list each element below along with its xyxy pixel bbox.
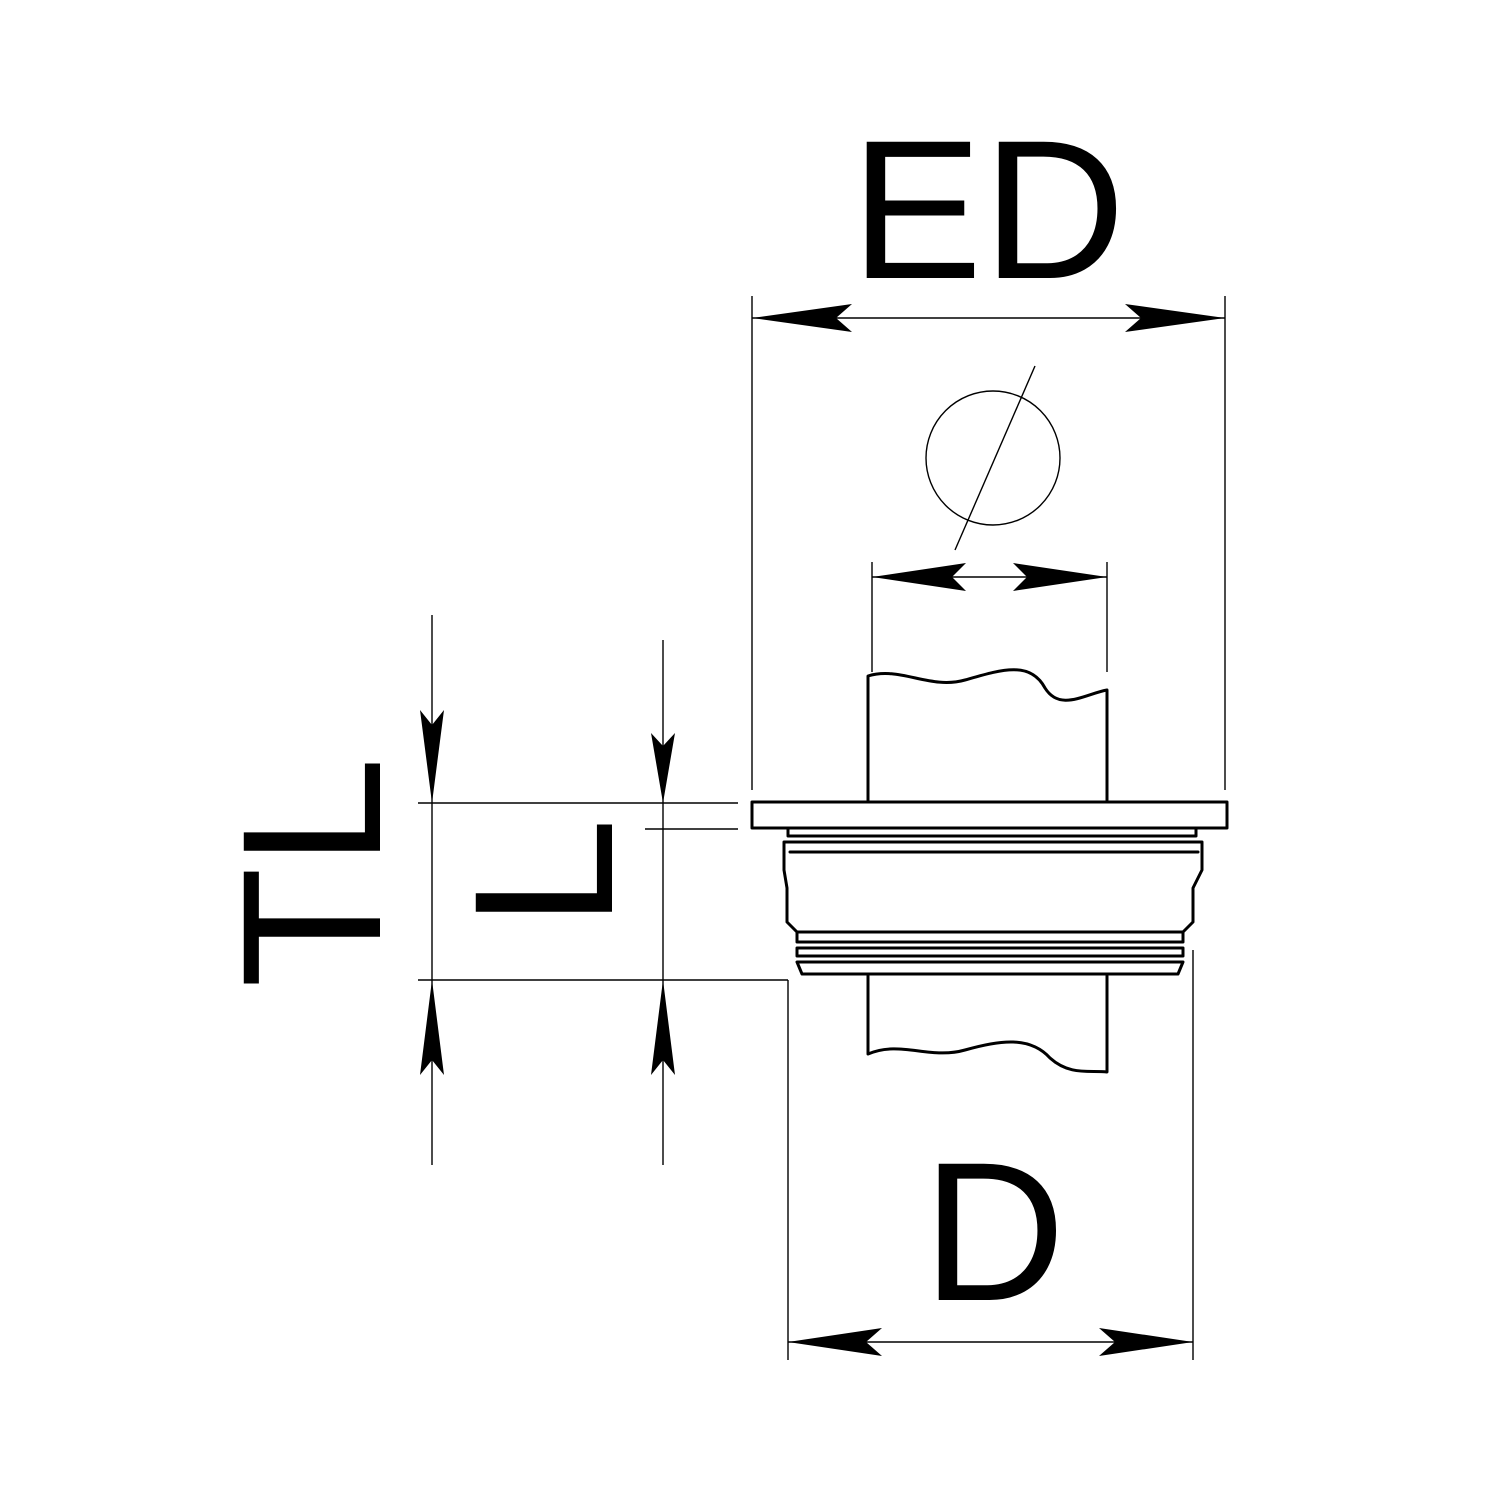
l-dimension: L bbox=[433, 640, 675, 1165]
thread-ring-2 bbox=[795, 946, 1185, 958]
lower-pipe-outline bbox=[866, 974, 1109, 1074]
upper-pipe-outline bbox=[866, 668, 1109, 802]
thread-ring-3 bbox=[795, 960, 1185, 976]
body-neck bbox=[786, 826, 1198, 838]
tl-arrow-bottom bbox=[420, 980, 444, 1075]
ed-arrow-left bbox=[752, 304, 852, 332]
tl-arrow-top bbox=[420, 710, 444, 803]
d-arrow-right bbox=[1099, 1328, 1193, 1356]
tl-label: TL bbox=[201, 757, 422, 988]
d-dimension: D bbox=[787, 950, 1194, 1360]
inner-diameter-dimension bbox=[871, 562, 1108, 672]
diameter-slash bbox=[954, 365, 1036, 551]
body-main bbox=[782, 840, 1204, 934]
lower-pipe bbox=[866, 974, 1109, 1074]
thread-ring-1 bbox=[795, 930, 1185, 944]
inner-arrow-left bbox=[872, 563, 966, 591]
diameter-circle bbox=[925, 390, 1061, 526]
inner-arrow-right bbox=[1013, 563, 1107, 591]
tl-dimension: TL bbox=[201, 615, 444, 1165]
d-label: D bbox=[923, 1121, 1066, 1342]
upper-pipe bbox=[866, 668, 1109, 802]
threaded-body bbox=[782, 826, 1204, 976]
diameter-symbol bbox=[925, 365, 1061, 551]
flange bbox=[750, 800, 1229, 830]
l-arrow-top bbox=[651, 733, 675, 803]
ed-dimension: ED bbox=[751, 99, 1226, 790]
l-label: L bbox=[433, 818, 654, 928]
l-arrow-bottom bbox=[651, 980, 675, 1075]
ed-label: ED bbox=[850, 99, 1125, 320]
d-arrow-left bbox=[788, 1328, 882, 1356]
ed-arrow-right bbox=[1125, 304, 1225, 332]
